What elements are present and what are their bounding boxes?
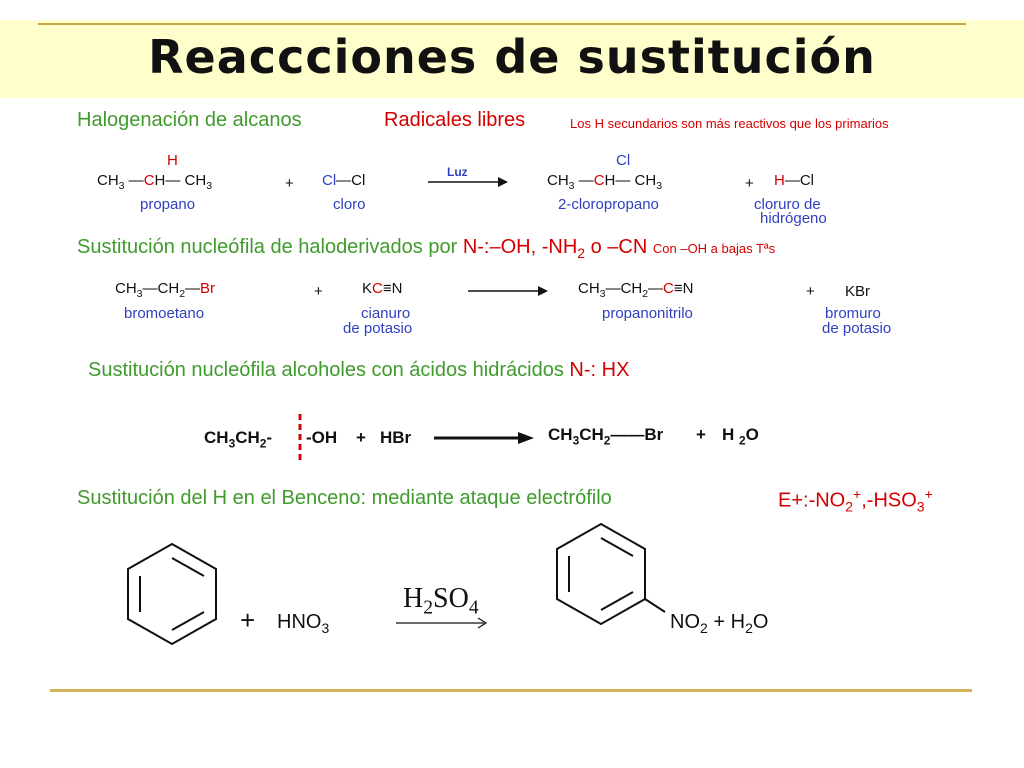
label-hidrogeno: hidrógeno <box>760 210 827 227</box>
label-2-cloropropano: 2-cloropropano <box>558 196 659 213</box>
label-propanonitrilo: propanonitrilo <box>602 305 693 322</box>
label-cianuro: cianuro <box>361 305 411 322</box>
chlorine-formula: Cl—Cl <box>322 172 366 189</box>
title-divider <box>38 23 966 25</box>
cleavage-dashed-line <box>298 414 302 464</box>
water-formula: H 2O <box>722 425 759 448</box>
label-de-potasio-2: de potasio <box>822 320 892 337</box>
arrow-label-luz: Luz <box>447 165 468 179</box>
hcl-formula: H—Cl <box>774 172 815 189</box>
bromoethane-product: CH3CH2——Br <box>548 425 664 448</box>
section4-heading: Sustitución del H en el Benceno: mediant… <box>77 487 612 509</box>
chloropropane-cl: Cl <box>616 152 631 169</box>
title-band <box>0 20 1024 98</box>
kcn-formula: KC≡N <box>362 280 403 297</box>
label-cloruro-de: cloruro de <box>754 196 821 213</box>
nitrobenzene-and-water: NO2 + H2O <box>670 611 769 636</box>
bottom-divider <box>50 689 972 692</box>
propane-formula: CH3 —CH— CH3 <box>97 172 213 192</box>
plus-6: + <box>696 425 706 444</box>
label-propano: propano <box>140 196 196 213</box>
ethanol-formula: CH3CH2- <box>204 428 273 451</box>
section1-note: Los H secundarios son más reactivos que … <box>570 116 889 131</box>
slide-title: Reaccciones de sustitución <box>148 30 876 84</box>
benzene-ring-product <box>556 522 666 626</box>
nitric-acid-formula: HNO3 <box>277 611 330 636</box>
reaction-arrow-2 <box>468 286 548 296</box>
label-de-potasio-1: de potasio <box>343 320 413 337</box>
bromoethane-formula: CH3—CH2—Br <box>115 280 216 300</box>
reaction-arrow-3 <box>434 432 534 444</box>
section1-type: Radicales libres <box>384 109 526 131</box>
section2-heading: Sustitución nucleófila de haloderivados … <box>77 236 776 261</box>
section3-heading: Sustitución nucleófila alcoholes con áci… <box>88 359 630 381</box>
plus-3: + <box>314 283 323 300</box>
plus-4: + <box>806 283 815 300</box>
kbr-formula: KBr <box>845 283 871 300</box>
hbr-formula: HBr <box>380 428 412 447</box>
plus-1: + <box>285 175 294 192</box>
hydroxyl-oh: -OH <box>306 428 338 447</box>
section4-electrophile: E+:-NO2+,-HSO3+ <box>778 486 933 515</box>
reaction-arrow-1 <box>428 177 508 187</box>
reaction-arrow-4 <box>396 617 488 629</box>
label-bromoetano: bromoetano <box>124 305 205 322</box>
propane-h: H <box>167 152 178 169</box>
plus-7: + <box>240 605 256 635</box>
propanenitrile-formula: CH3—CH2—C≡N <box>578 280 694 300</box>
benzene-ring-reactant <box>127 542 217 646</box>
chloropropane-formula: CH3 —CH— CH3 <box>547 172 663 192</box>
plus-2: + <box>745 175 754 192</box>
plus-5: + <box>356 428 366 447</box>
label-bromuro: bromuro <box>825 305 881 322</box>
section1-heading: Halogenación de alcanos <box>77 109 302 131</box>
label-cloro: cloro <box>333 196 366 213</box>
catalyst-h2so4: H2SO4 <box>403 583 479 619</box>
